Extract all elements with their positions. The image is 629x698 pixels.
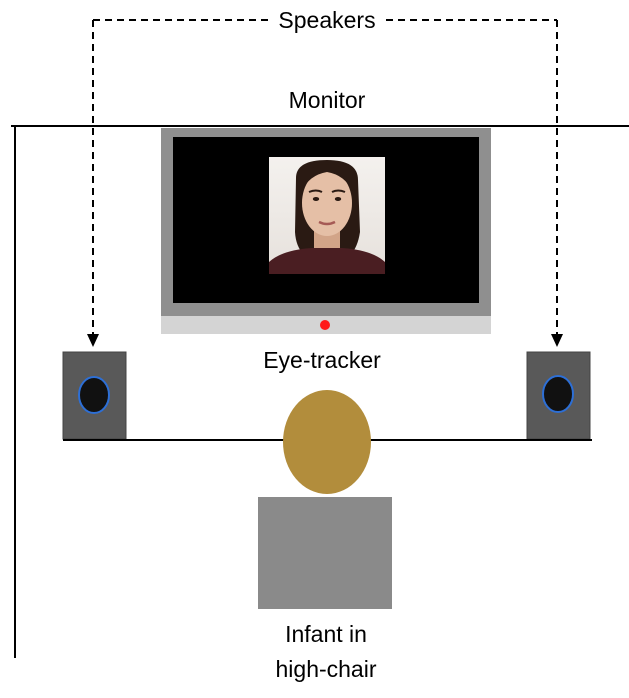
face-photo-icon [269,157,385,274]
speaker-left [62,351,127,440]
monitor-label: Monitor [289,87,366,113]
speaker-cone [78,376,110,414]
right-arrowhead-icon [551,334,563,347]
speaker-right [526,351,591,440]
eye-tracker-label: Eye-tracker [263,347,381,373]
red-dot-icon [320,320,330,330]
left-arrowhead-icon [87,334,99,347]
speakers-connector [92,19,558,335]
infant-head [283,390,371,494]
high-chair [258,497,392,609]
speaker-cone [542,375,574,413]
speakers-label: Speakers [278,7,375,33]
infant-label-line2: high-chair [276,656,377,682]
infant-label-line1: Infant in [285,621,367,647]
